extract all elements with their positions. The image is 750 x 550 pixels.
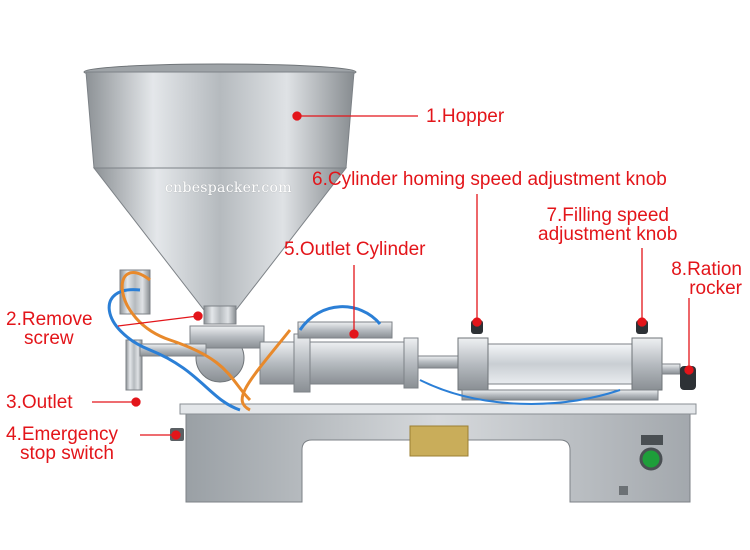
- leader-dot-outlet-cylinder: [349, 329, 359, 339]
- label-hopper: 1.Hopper: [426, 106, 505, 127]
- outlet-nozzle: [125, 339, 143, 391]
- outlet-cylinder: [297, 321, 393, 339]
- label-ration-rocker-line2: rocker: [689, 278, 742, 299]
- nameplate: [409, 425, 469, 457]
- leader-dot-outlet: [131, 397, 141, 407]
- label-emergency-stop-line2: stop switch: [20, 443, 114, 464]
- air-cylinder-cap: [631, 337, 663, 391]
- air-hose-orange: [120, 271, 252, 402]
- base-top-plate: [179, 403, 697, 415]
- label-remove-screw-line2: screw: [24, 328, 74, 349]
- piston-rod: [417, 355, 459, 369]
- pump-cylinder: [259, 341, 411, 385]
- label-emergency-stop-line1: 4.Emergency: [6, 424, 118, 445]
- label-homing-knob: 6.Cylinder homing speed adjustment knob: [312, 169, 667, 190]
- label-filling-knob-line1: 7.Filling speed: [546, 205, 669, 226]
- air-hose-blue: [419, 379, 621, 405]
- label-ration-rocker-line1: 8.Ration: [671, 259, 742, 280]
- leader-dot-filling-knob: [637, 317, 647, 327]
- leader-dot-ration-rocker: [684, 365, 694, 375]
- air-hose-orange: [240, 329, 292, 412]
- leader-dot-emergency: [171, 430, 181, 440]
- label-emergency-stop: 4.Emergency stop switch: [6, 425, 118, 463]
- label-filling-knob-line2: adjustment knob: [538, 224, 678, 245]
- leader-dot-homing-knob: [472, 317, 482, 327]
- valve-block: [189, 325, 265, 349]
- label-filling-knob: 7.Filling speed adjustment knob: [538, 206, 677, 244]
- counter-display: [641, 435, 663, 445]
- leader-dot-remove-screw: [193, 311, 203, 321]
- leader-lines: [92, 111, 694, 440]
- hopper-neck: [203, 305, 237, 325]
- pump-flange: [403, 337, 419, 389]
- power-button: [639, 447, 663, 471]
- rail: [461, 389, 659, 401]
- air-cylinder: [461, 343, 655, 385]
- label-outlet-cylinder: 5.Outlet Cylinder: [284, 239, 426, 260]
- pump-flange: [293, 333, 311, 393]
- label-remove-screw: 2.Remove screw: [6, 310, 93, 348]
- air-hose-blue: [107, 288, 241, 412]
- label-remove-screw-line1: 2.Remove: [6, 309, 93, 330]
- leader-remove-screw: [117, 315, 199, 327]
- pedal-socket: [619, 486, 628, 495]
- watermark: cnbespacker.com: [165, 180, 292, 196]
- air-hose-blue: [298, 305, 382, 331]
- air-cylinder-cap: [457, 337, 489, 391]
- ration-rocker-shaft: [661, 363, 681, 375]
- label-outlet: 3.Outlet: [6, 392, 73, 413]
- leader-dot-hopper: [292, 111, 302, 121]
- machine-base: [185, 411, 691, 503]
- label-ration-rocker: 8.Ration rocker: [671, 260, 742, 298]
- hopper-upper: [85, 71, 355, 169]
